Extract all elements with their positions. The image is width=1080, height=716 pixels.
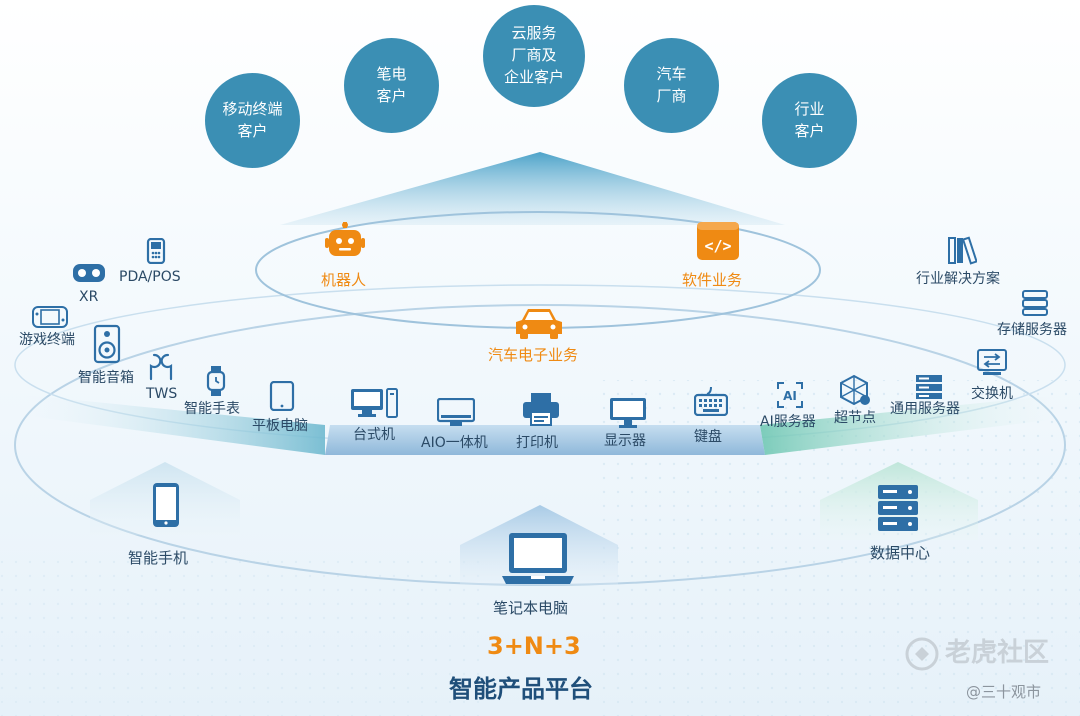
pos-terminal-icon	[146, 238, 166, 264]
aio-label: AIO一体机	[421, 435, 488, 451]
tiger-community-logo-icon	[905, 637, 939, 671]
earbuds-icon	[149, 353, 173, 381]
smartwatch-icon	[206, 366, 226, 396]
customer-laptop: 笔电 客户	[344, 38, 439, 133]
smart-speaker-label: 智能音箱	[78, 370, 134, 386]
monitor-label: 显示器	[604, 433, 646, 449]
datacenter-icon	[878, 485, 918, 531]
storage-server-label: 存储服务器	[997, 322, 1067, 338]
software-label: 软件业务	[682, 271, 743, 289]
svg-text:AI: AI	[783, 389, 797, 403]
watermark-community: 老虎社区	[945, 638, 1050, 668]
general-server-icon	[916, 375, 942, 399]
tablet-label: 平板电脑	[252, 418, 308, 434]
supernode-icon	[840, 374, 870, 406]
keyboard-label: 键盘	[694, 429, 722, 445]
game-terminal-label: 游戏终端	[19, 332, 75, 348]
watermark-author: @三十观市	[966, 683, 1042, 701]
tablet-icon	[269, 381, 295, 411]
network-switch-icon	[977, 349, 1007, 375]
auto-electronics-label: 汽车电子业务	[488, 346, 579, 364]
xr-label: XR	[79, 289, 99, 305]
supernode-label: 超节点	[834, 410, 876, 426]
monitor-icon	[610, 398, 646, 428]
code-icon: </>	[697, 222, 739, 260]
smartwatch-label: 智能手表	[184, 401, 240, 417]
smartphone-label: 智能手机	[128, 549, 189, 567]
laptop-icon	[502, 533, 574, 584]
datacenter-label: 数据中心	[870, 544, 931, 562]
vr-headset-icon	[73, 264, 105, 282]
industry-solution-label: 行业解决方案	[916, 271, 1000, 287]
general-server-label: 通用服务器	[890, 401, 960, 417]
game-console-icon	[32, 306, 68, 328]
printer-label: 打印机	[516, 435, 558, 451]
laptop-label: 笔记本电脑	[493, 599, 569, 617]
ai-chip-icon: AI	[777, 382, 803, 408]
desktop-label: 台式机	[353, 427, 395, 443]
customer-industry: 行业 客户	[762, 73, 857, 168]
keyboard-icon	[694, 386, 728, 416]
tws-label: TWS	[146, 386, 178, 402]
pda-pos-label: PDA/POS	[119, 269, 181, 285]
smartphone-icon	[153, 483, 179, 527]
robot-icon	[325, 222, 365, 256]
printer-icon	[523, 393, 559, 426]
customer-automaker: 汽车 厂商	[624, 38, 719, 133]
storage-server-icon	[1022, 290, 1048, 316]
solution-books-icon	[948, 236, 977, 265]
ai-server-label: AI服务器	[760, 414, 816, 430]
customer-mobile-terminal: 移动终端 客户	[205, 73, 300, 168]
robot-label: 机器人	[321, 271, 367, 289]
desktop-icon	[351, 388, 398, 418]
svg-text:</>: </>	[704, 237, 731, 255]
aio-computer-icon	[437, 398, 475, 426]
platform-formula: 3+N+3	[487, 632, 581, 660]
platform-title: 智能产品平台	[449, 675, 593, 703]
speaker-icon	[93, 324, 121, 364]
switch-label: 交换机	[971, 386, 1013, 402]
customer-cloud-enterprise: 云服务 厂商及 企业客户	[483, 5, 585, 107]
car-icon	[516, 309, 562, 339]
